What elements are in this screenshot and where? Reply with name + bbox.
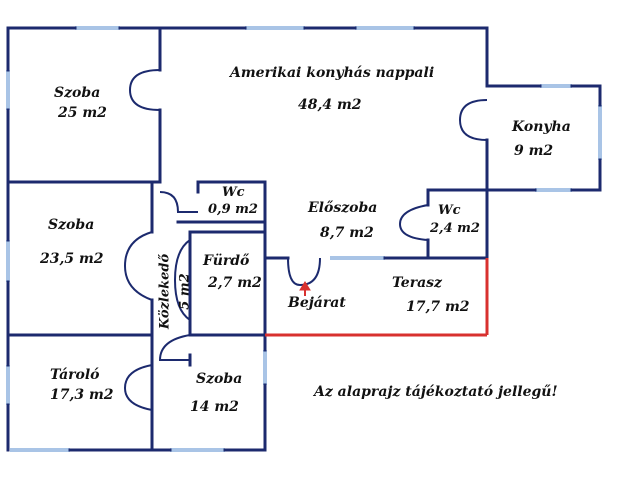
disclaimer-note: Az alaprajz tájékoztató jellegű!	[314, 384, 558, 400]
room-area-konyha: 9 m2	[514, 143, 554, 159]
door-swing-icon	[159, 191, 198, 213]
room-name-kozlekedo: Közlekedő	[157, 253, 173, 330]
room-area-wc2: 2,4 m2	[430, 221, 480, 236]
room-area-szoba3: 14 m2	[190, 399, 239, 415]
room-area-furdo: 2,7 m2	[208, 275, 262, 291]
door-swing-icon	[123, 364, 153, 411]
room-name-konyha: Konyha	[512, 119, 571, 135]
door-swing-icon	[458, 99, 488, 141]
door-swing-icons	[123, 69, 488, 411]
room-area-szoba1: 25 m2	[58, 105, 107, 121]
room-area-nappali: 48,4 m2	[298, 97, 362, 113]
door-swing-icon	[123, 231, 153, 301]
room-name-terasz: Terasz	[392, 275, 442, 291]
entrance-label: Bejárat	[288, 295, 346, 311]
door-swing-icon	[128, 69, 161, 111]
door-swing-icon	[398, 204, 429, 241]
room-area-kozlekedo: 5 m2	[177, 273, 193, 310]
walls	[6, 26, 602, 452]
door-swing-icon	[173, 239, 191, 321]
room-name-eloszoba: Előszoba	[308, 200, 378, 216]
room-name-wc2: Wc	[438, 203, 461, 218]
room-name-szoba2: Szoba	[48, 217, 95, 233]
room-name-wc1: Wc	[222, 185, 245, 200]
door-swing-icon	[287, 257, 321, 287]
room-area-terasz: 17,7 m2	[406, 299, 470, 315]
room-area-tarolo: 17,3 m2	[50, 387, 114, 403]
up-arrow-icon	[299, 281, 311, 296]
room-name-nappali: Amerikai konyhás nappali	[230, 65, 435, 81]
room-name-szoba1: Szoba	[54, 85, 101, 101]
room-name-tarolo: Tároló	[50, 367, 100, 383]
door-swing-icon	[158, 334, 191, 361]
room-name-furdo: Fürdő	[203, 253, 250, 269]
room-area-szoba2: 23,5 m2	[40, 251, 104, 267]
room-area-eloszoba: 8,7 m2	[320, 225, 374, 241]
windows	[6, 26, 602, 452]
room-area-wc1: 0,9 m2	[208, 202, 258, 217]
terrace-edge	[265, 258, 489, 337]
room-name-szoba3: Szoba	[196, 371, 243, 387]
